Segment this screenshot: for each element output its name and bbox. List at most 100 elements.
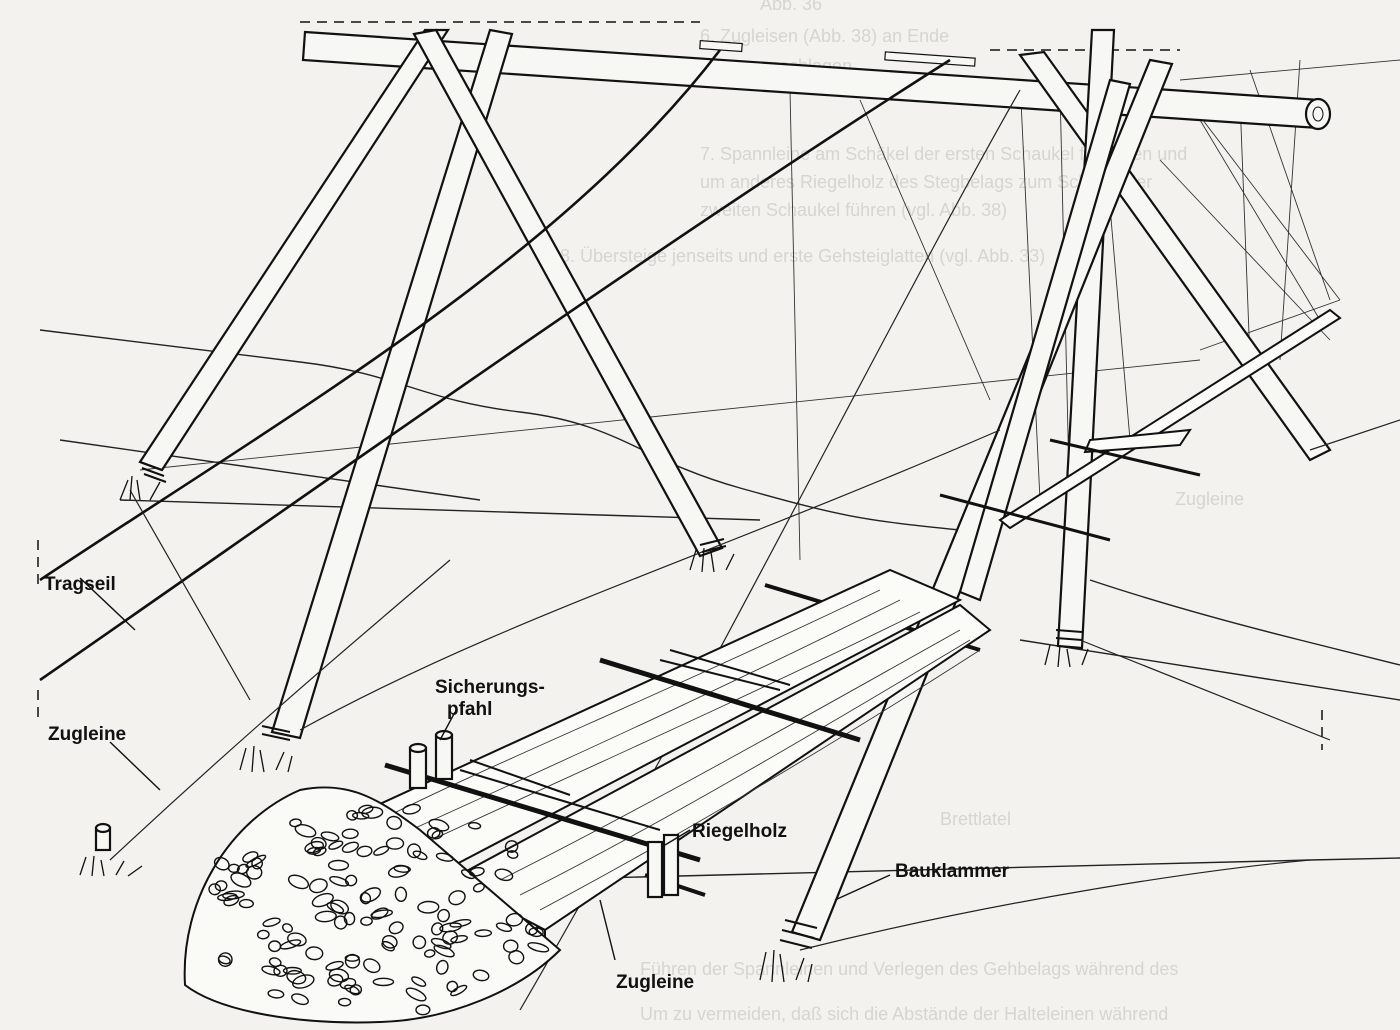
cobblestone (363, 958, 381, 974)
cobblestone (381, 934, 398, 949)
cobblestone (388, 921, 404, 935)
cobblestone (273, 964, 288, 978)
cobblestone (314, 910, 337, 923)
cobblestone (467, 821, 482, 830)
cobblestone (305, 946, 324, 961)
cobblestone (289, 818, 302, 828)
safety-posts (94, 729, 680, 899)
cobblestone (344, 874, 358, 887)
stone-abutment (183, 786, 562, 1024)
cobblestone (291, 993, 309, 1006)
bleed-through-text: Abb. 36 6. Zugleisen (Abb. 38) an Ende a… (560, 0, 1244, 1024)
cobblestone (346, 809, 359, 821)
cobblestone (217, 952, 233, 967)
labels: Tragseil Zugleine Sicherungs- pfahl Rieg… (44, 574, 1010, 993)
foreground-planks (342, 568, 992, 947)
cobblestone (494, 868, 514, 882)
ghost-line-7c: zweiten Schaukel führen (vgl. Abb. 38) (700, 200, 1007, 220)
cobblestone (412, 850, 428, 861)
cobblestone (405, 987, 427, 1002)
cobblestone (327, 859, 350, 871)
cobblestone (358, 804, 374, 815)
cobblestone (230, 872, 252, 888)
ghost-figure-ref: Abb. 36 (760, 0, 822, 14)
cobblestone (435, 852, 454, 862)
cobblestone (245, 854, 267, 868)
ghost-bottom-2: Um zu vermeiden, daß sich die Abstände d… (640, 1004, 1168, 1024)
cobblestone (415, 1004, 431, 1016)
cobblestone (343, 911, 356, 926)
cobblestone (468, 866, 485, 877)
cobblestone (527, 942, 550, 953)
cobblestone (344, 954, 360, 962)
cobblestone (242, 851, 259, 863)
cobblestone (411, 976, 427, 987)
cobblestone (333, 915, 348, 930)
right-trestle (790, 28, 1332, 942)
cobblestone (394, 886, 408, 902)
cobblestone (352, 811, 370, 820)
cobblestone (282, 923, 293, 933)
cobblestone (450, 934, 468, 944)
cobblestone (286, 969, 307, 985)
cobblestone (406, 843, 422, 859)
cobblestone (227, 863, 240, 873)
cobblestone (505, 912, 524, 927)
cobblestone (472, 882, 485, 893)
cobblestone (370, 909, 393, 919)
ghost-tag: Brettlatel (940, 809, 1011, 829)
cobblestone (449, 918, 472, 928)
cobblestone (428, 818, 450, 832)
cobblestone (308, 878, 328, 894)
ghost-line-8: 8. Übersteige jenseits und erste Gehstei… (560, 246, 1045, 266)
cobblestone (495, 922, 513, 933)
label-sicherungspfahl-1: Sicherungs- (435, 677, 545, 698)
cobblestone (385, 837, 405, 850)
ghost-line-7: 7. Spannleine am Schäkel der ersten Scha… (700, 144, 1187, 164)
cobblestone (341, 841, 360, 853)
cobblestone (504, 840, 519, 853)
cobblestone (402, 803, 421, 815)
cobblestone (412, 935, 427, 950)
cobblestone (327, 973, 344, 987)
cobblestone (214, 880, 228, 892)
cobblestone (442, 930, 459, 945)
cobblestone (446, 980, 459, 993)
cobblestone (431, 922, 444, 936)
cobblestone (262, 917, 281, 928)
cobblestone (528, 927, 544, 938)
cobblestone (508, 949, 525, 965)
cobblestone (328, 840, 344, 850)
cobblestone (312, 846, 327, 857)
cobblestone (223, 894, 240, 907)
cobblestone (311, 892, 334, 908)
cobblestone (208, 883, 222, 896)
cobblestone (387, 865, 410, 878)
label-zugleine-left: Zugleine (48, 724, 126, 745)
cobblestone (268, 957, 282, 968)
leader-lines (79, 577, 891, 961)
left-trestle (138, 28, 724, 740)
cobblestone (238, 898, 254, 909)
cobblestone (360, 916, 373, 926)
cobblestone (256, 929, 270, 940)
ghost-side-label: Zugleine (1175, 489, 1244, 509)
cobblestone (287, 874, 310, 890)
cobblestone (474, 929, 493, 938)
cobblestone (417, 900, 440, 914)
cobblestone (337, 997, 352, 1007)
cobblestone (326, 902, 345, 914)
cobblestone (386, 815, 403, 830)
cobblestone (304, 840, 325, 854)
cobblestone (423, 949, 436, 958)
ghost-bottom-1: Führen der Spannleinen und Verlegen des … (640, 959, 1178, 979)
terrain (39, 329, 1400, 879)
cobblestone (261, 965, 281, 976)
label-bauklammer: Bauklammer (895, 861, 1010, 882)
label-riegelholz: Riegelholz (692, 821, 787, 842)
ghost-line-7b: um anderes Riegelholz des Stegbelags zum… (700, 172, 1152, 192)
cobblestone (349, 984, 363, 996)
label-tragseil: Tragseil (44, 574, 116, 595)
